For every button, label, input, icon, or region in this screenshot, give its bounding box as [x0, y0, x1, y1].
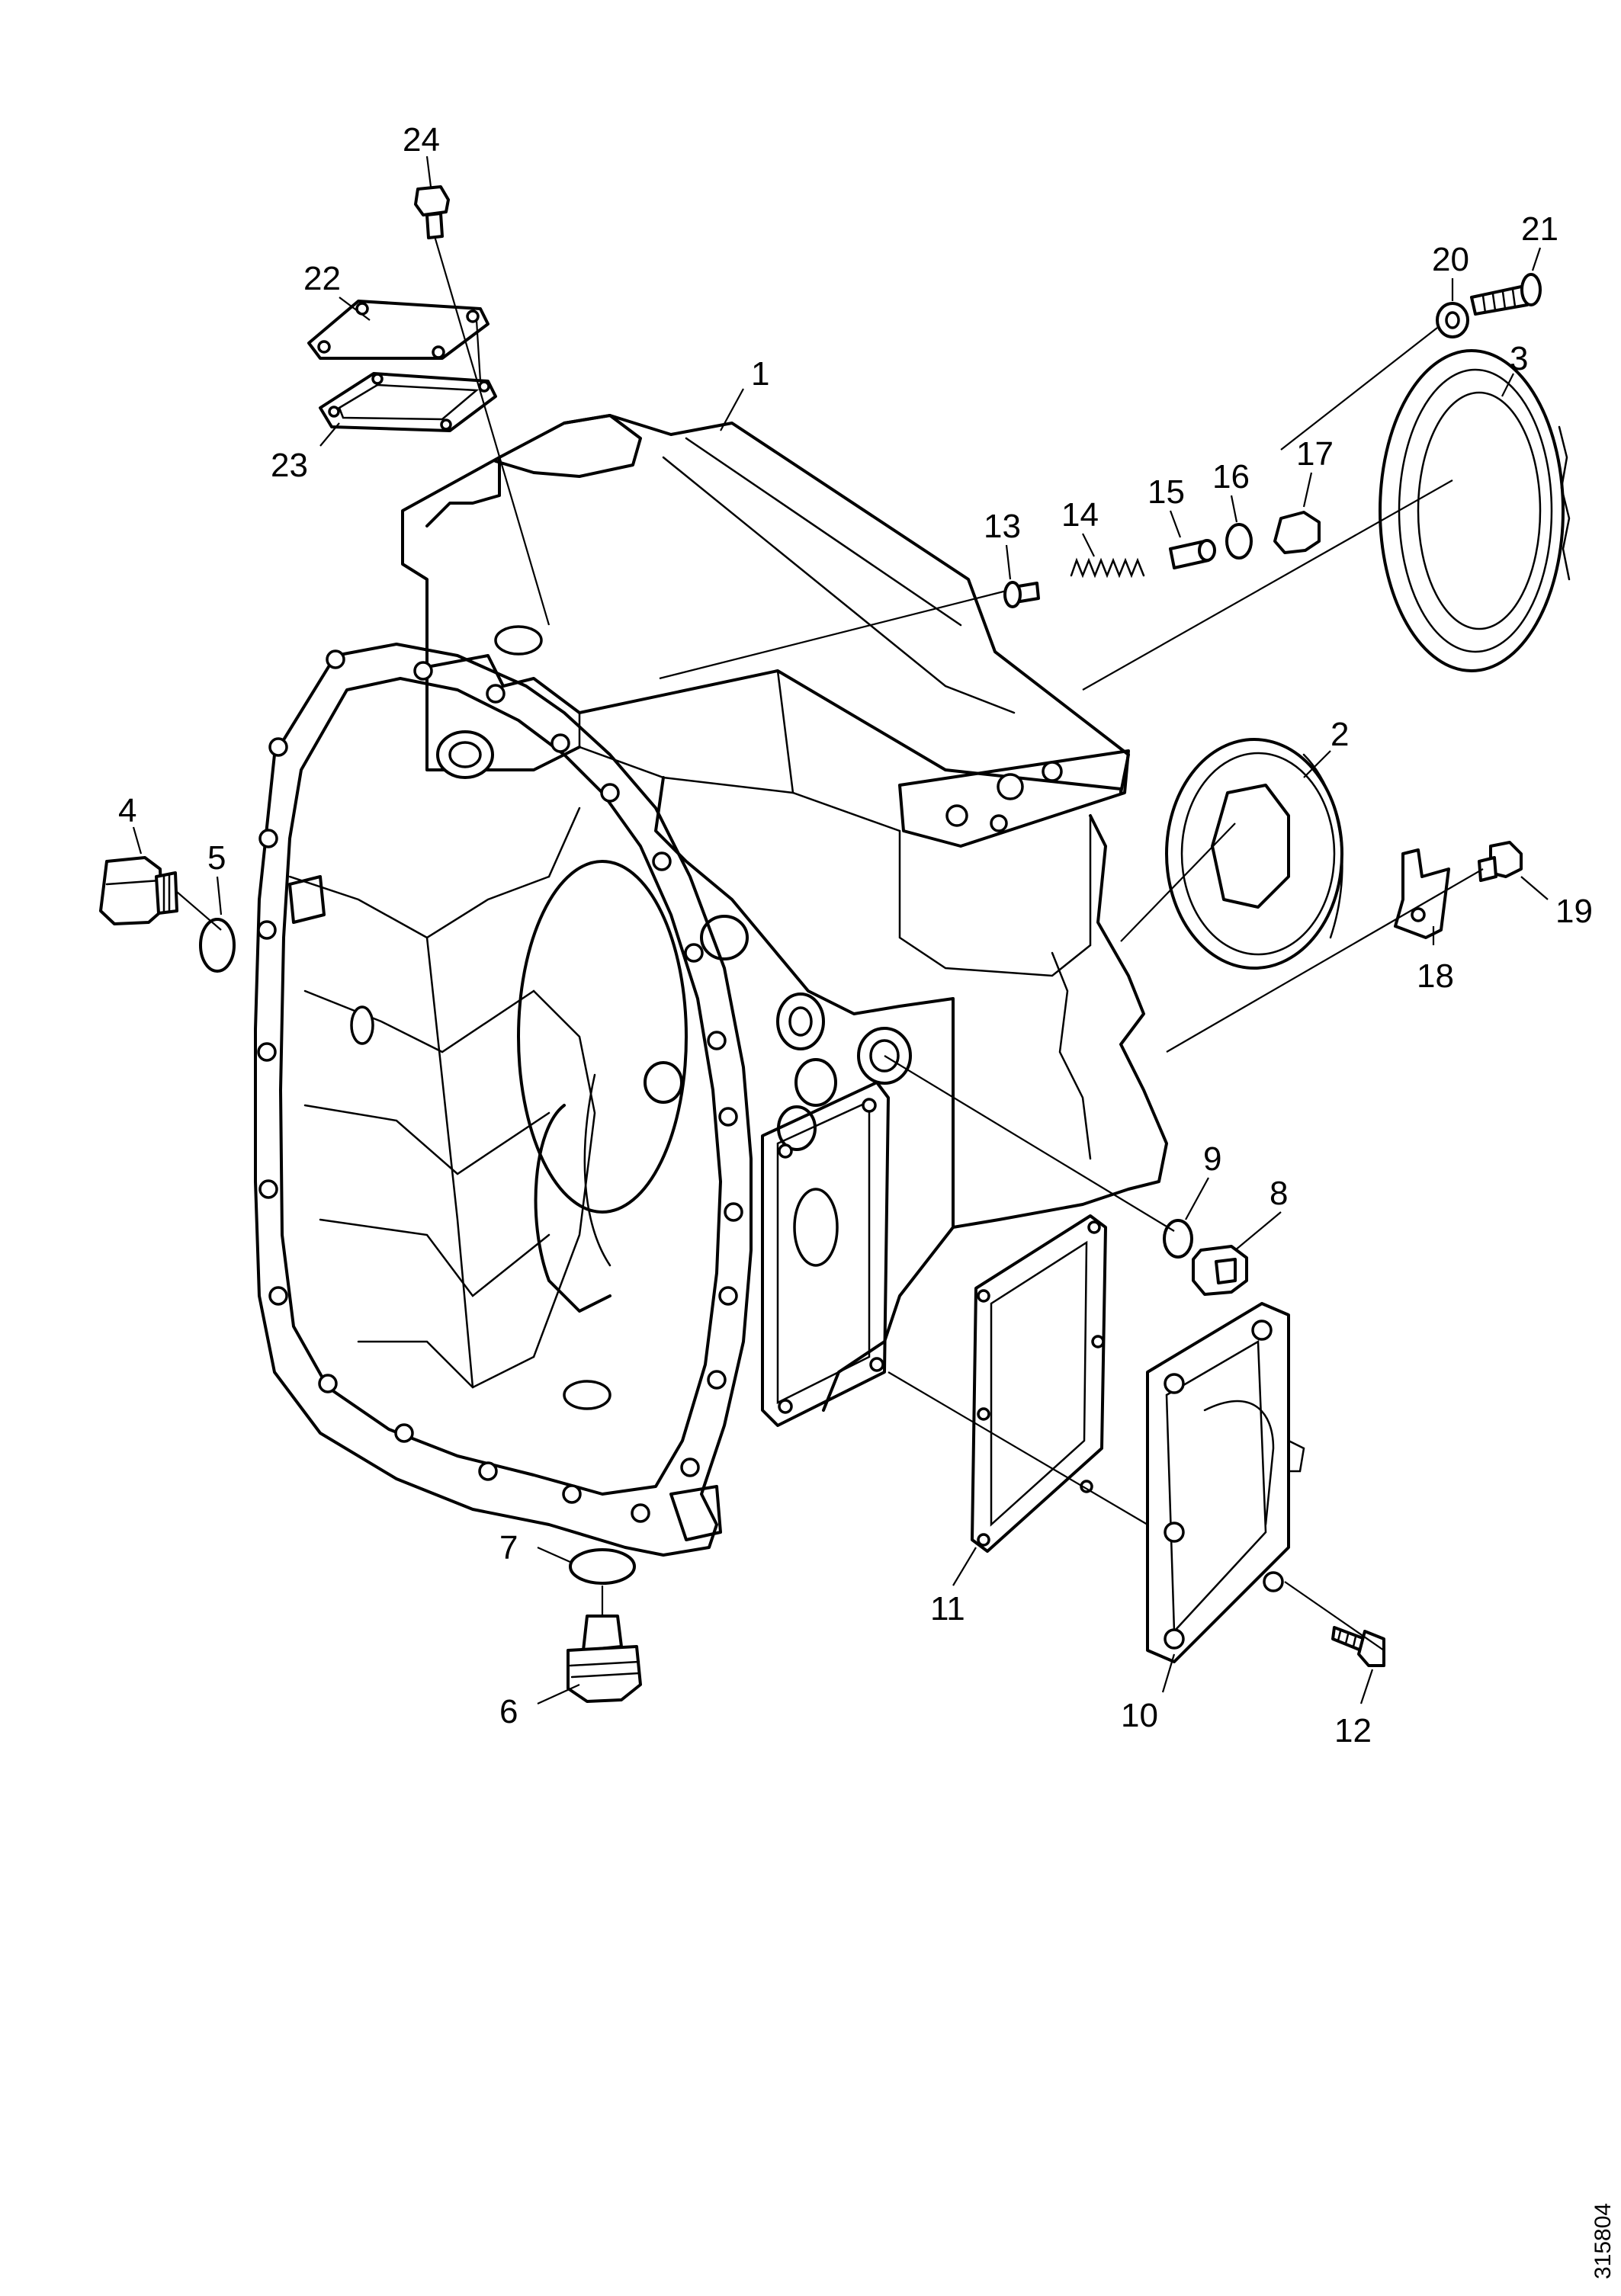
callout-17: 17 [1296, 435, 1334, 473]
part-17-plug [1273, 511, 1321, 554]
part-22-cover-plate [307, 300, 490, 360]
assembly-lines [176, 236, 1484, 1651]
reference-number: 315804 [1591, 2203, 1616, 2279]
callout-7: 7 [499, 1529, 518, 1566]
callout-3: 3 [1510, 340, 1528, 377]
transmission-housing [254, 414, 1168, 1557]
part-5-o-ring [199, 918, 236, 973]
callout-12: 12 [1334, 1712, 1372, 1749]
part-8-plug [1192, 1245, 1248, 1296]
part-4-plug [99, 856, 178, 925]
part-11-gasket [971, 1214, 1107, 1553]
callout-14: 14 [1061, 496, 1099, 534]
part-23-gasket [319, 372, 497, 432]
part-21-screw [1470, 273, 1542, 316]
callout-15: 15 [1148, 473, 1185, 511]
callout-6: 6 [499, 1693, 518, 1730]
callout-19: 19 [1555, 893, 1593, 930]
part-15-pin [1169, 539, 1216, 569]
callout-23: 23 [271, 447, 308, 484]
part-16-washer [1225, 523, 1253, 560]
callout-4: 4 [118, 792, 136, 829]
part-24-bolt [414, 185, 450, 239]
part-2-seal-plate [1165, 738, 1343, 970]
callout-24: 24 [403, 121, 440, 159]
part-10-cover [1146, 1302, 1305, 1663]
callout-2: 2 [1331, 716, 1349, 753]
callout-1: 1 [751, 355, 769, 393]
callout-21: 21 [1521, 210, 1558, 248]
callout-11: 11 [930, 1590, 965, 1627]
part-14-spring [1070, 557, 1145, 579]
part-18-bracket [1394, 848, 1450, 939]
callout-16: 16 [1212, 458, 1250, 495]
part-6-drain-plug [567, 1615, 642, 1703]
part-12-bolt [1331, 1626, 1385, 1667]
part-3-ring-gear [1379, 349, 1571, 672]
callout-labels: 1 2 3 4 5 6 7 8 9 10 11 12 13 14 15 16 1… [118, 121, 1593, 1749]
part-9-o-ring [1163, 1219, 1193, 1259]
part-13-plunger [1003, 581, 1040, 608]
part-20-washer [1436, 302, 1469, 338]
callout-10: 10 [1121, 1697, 1158, 1734]
callout-5: 5 [207, 839, 226, 877]
callout-13: 13 [984, 508, 1021, 545]
callout-22: 22 [303, 260, 341, 297]
part-7-o-ring [569, 1548, 636, 1585]
callout-9: 9 [1203, 1140, 1221, 1178]
callout-20: 20 [1432, 241, 1469, 278]
callout-18: 18 [1417, 957, 1454, 995]
part-19-bolt [1478, 841, 1523, 882]
callout-8: 8 [1270, 1175, 1288, 1212]
callout-leaders [132, 156, 1549, 1705]
